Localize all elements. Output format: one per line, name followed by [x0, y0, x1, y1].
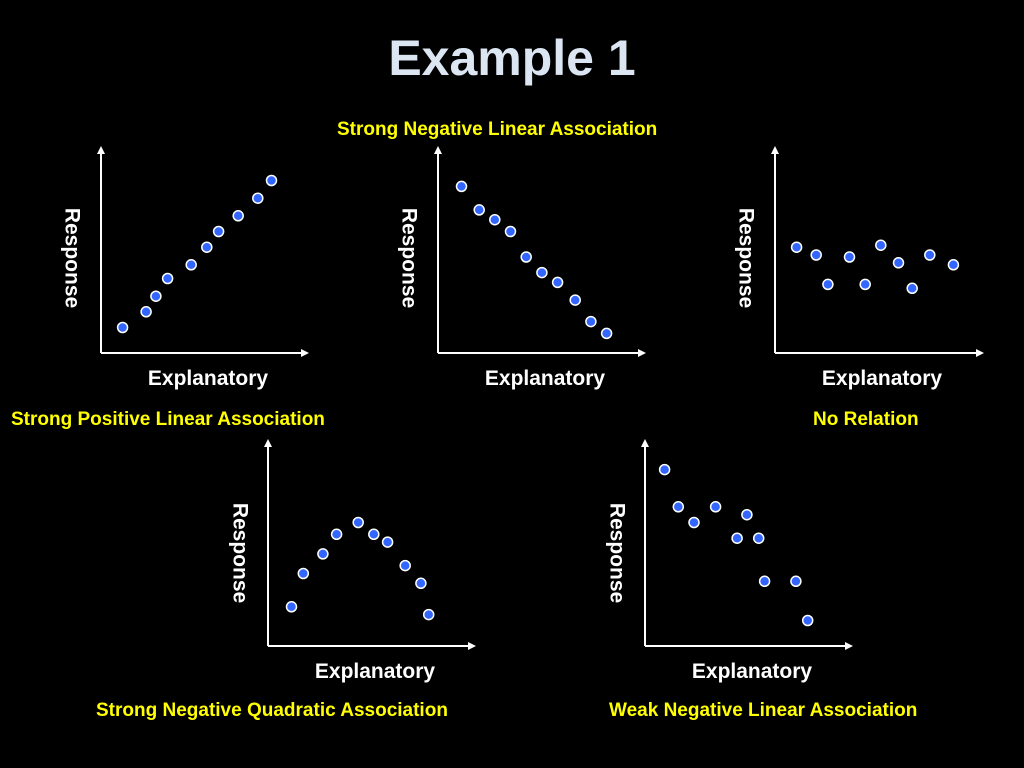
data-point [422, 608, 435, 621]
x-axis-label: Explanatory [315, 660, 436, 683]
data-point [504, 225, 517, 238]
caption-strong-positive-linear: Strong Positive Linear Association [11, 409, 325, 430]
data-point [317, 548, 329, 560]
data-point [790, 575, 802, 588]
data-point [489, 213, 501, 226]
data-point [473, 204, 485, 216]
data-point [658, 463, 671, 476]
data-point [741, 508, 753, 521]
data-point [672, 501, 685, 513]
data-point [810, 249, 822, 261]
y-axis-label: Response [398, 208, 421, 308]
data-point [415, 577, 427, 590]
data-point [285, 601, 298, 613]
data-point [790, 241, 803, 253]
data-point [399, 559, 411, 572]
data-point [150, 290, 162, 302]
caption-strong-negative-linear: Strong Negative Linear Association [337, 119, 658, 140]
data-point [947, 259, 960, 271]
data-point [859, 278, 871, 291]
data-point [688, 516, 700, 529]
data-point [455, 180, 468, 193]
data-point [892, 257, 905, 269]
data-point [758, 575, 771, 588]
y-axis-label: Response [229, 503, 252, 603]
data-point [381, 536, 394, 548]
data-point [185, 259, 197, 271]
data-point [212, 225, 225, 238]
data-point [368, 528, 380, 541]
data-point [330, 528, 343, 541]
data-point [265, 174, 278, 187]
caption-no-relation: No Relation [813, 409, 919, 430]
x-axis-label: Explanatory [485, 367, 606, 390]
y-axis-label: Response [735, 208, 758, 308]
x-axis-label: Explanatory [148, 367, 269, 390]
data-point [585, 315, 597, 328]
data-point [906, 282, 918, 295]
data-point [520, 251, 532, 263]
data-point [843, 251, 856, 263]
data-point [731, 532, 743, 544]
data-point [875, 239, 887, 251]
y-axis-label: Response [61, 208, 84, 308]
data-point [822, 278, 834, 291]
slide-title: Example 1 [388, 30, 636, 86]
data-point [140, 306, 152, 318]
data-point [161, 272, 174, 285]
data-point [536, 266, 548, 279]
data-point [297, 567, 310, 580]
data-point [252, 192, 264, 204]
data-point [709, 501, 722, 513]
data-point [201, 241, 213, 253]
data-point [551, 276, 564, 289]
caption-strong-negative-quadratic: Strong Negative Quadratic Association [96, 700, 448, 721]
data-point [232, 210, 244, 222]
data-point [600, 327, 613, 340]
data-point [924, 249, 936, 261]
data-point [569, 294, 581, 306]
y-axis-label: Response [606, 503, 629, 603]
data-point [116, 321, 129, 334]
caption-weak-negative-linear: Weak Negative Linear Association [609, 700, 918, 721]
data-point [801, 614, 814, 627]
data-point [752, 532, 765, 544]
x-axis-label: Explanatory [692, 660, 813, 683]
data-point [352, 516, 364, 529]
x-axis-label: Explanatory [822, 367, 943, 390]
